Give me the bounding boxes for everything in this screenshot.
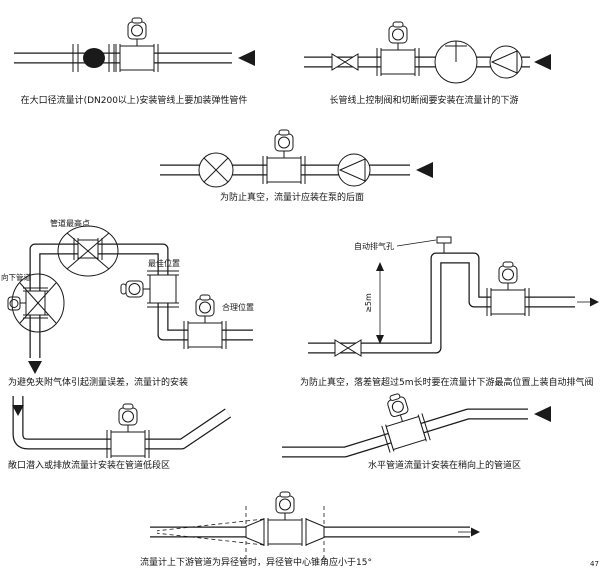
flowmeter-icon (106, 403, 150, 459)
elastic-sleeve (83, 48, 105, 68)
pump-icon (489, 45, 523, 79)
diagram-gas-entrapment: 管道最高点 向下管道 最佳位置 合理位置 为避免夹附气体引起测量误差，流量计的安… (1, 218, 254, 388)
flowmeter-icon (115, 17, 159, 73)
diagram-open-discharge: 敞口潜入或排放流量计安装在管道低段区 (8, 396, 232, 471)
flow-arrow-icon (534, 406, 551, 422)
page-number: 47 (590, 560, 599, 568)
caption-gas-entrapment: 为避免夹附气体引起测量误差，流量计的安装 (8, 376, 188, 388)
diagram-elastic-fitting: 在大口径流量计(DN200以上)安装管线上要加装弹性管件 (14, 17, 255, 106)
label-auto-vent: 自动排气孔 (354, 241, 394, 251)
height-dimension (376, 262, 384, 344)
reducer-left (245, 518, 265, 546)
flowmeter-icon (376, 21, 420, 77)
caption-reducer-cone: 流量计上下游管道为异径管时，异径管中心锥角应小于15° (140, 556, 372, 568)
wrong-position-highest-marker (57, 225, 119, 277)
flowmeter-vertical-icon (120, 270, 179, 308)
flow-arrow-icon (534, 54, 551, 70)
label-reasonable-position: 合理位置 (222, 302, 254, 312)
shutoff-valve-icon (331, 53, 359, 71)
air-vent-icon (436, 236, 452, 253)
diagram-pump-upstream: 为防止真空，流量计应装在泵的后面 (160, 129, 433, 203)
label-drop-height: ≥5m (364, 293, 373, 313)
caption-open-discharge: 敞口潜入或排放流量计安装在管道低段区 (8, 459, 170, 471)
caption-elastic-fitting: 在大口径流量计(DN200以上)安装管线上要加装弹性管件 (21, 94, 248, 106)
valve-icon (198, 152, 234, 188)
flow-arrow-icon (576, 297, 600, 307)
wrong-position-downward-marker (7, 273, 65, 333)
caption-auto-vent: 为防止真空，落差管超过5m长时要在流量计下游最高位置上装自动排气阀 (300, 376, 594, 388)
flow-arrow-down-icon (12, 405, 24, 416)
diagram-reducer-cone: 流量计上下游管道为异径管时，异径管中心锥角应小于15° (140, 491, 481, 568)
flowmeter-icon (262, 129, 306, 185)
flow-arrow-icon (416, 162, 433, 178)
flow-arrow-down-icon (28, 361, 42, 374)
reducer-right (305, 518, 325, 546)
pump-icon (337, 153, 371, 187)
flowmeter-icon (486, 261, 530, 317)
caption-valves-downstream: 长管线上控制阀和切断阀要安装在流量计的下游 (329, 94, 518, 106)
flowmeter-icon (183, 294, 227, 350)
diagram-valves-downstream: 长管线上控制阀和切断阀要安装在流量计的下游 (304, 21, 551, 106)
diagram-auto-vent: ≥5m 自动排气孔 为防止真空，落差管超过5m长时要在流量计下游最高位置上装自动… (300, 236, 600, 388)
flowmeter-icon (263, 491, 307, 547)
caption-pump-upstream: 为防止真空，流量计应装在泵的后面 (220, 191, 364, 203)
label-highest-point: 管道最高点 (50, 218, 90, 228)
flow-arrow-icon (238, 50, 255, 66)
vent-leader-line (396, 239, 437, 247)
label-best-position: 最佳位置 (148, 258, 180, 268)
drain-valve-icon (334, 339, 362, 357)
diagram-inclined-pipe: 水平管道流量计安装在稍向上的管道区 (282, 388, 551, 471)
cone-angle-construction (156, 506, 325, 558)
label-downward-pipe: 向下管道 (1, 272, 31, 282)
caption-inclined-pipe: 水平管道流量计安装在稍向上的管道区 (368, 459, 521, 471)
